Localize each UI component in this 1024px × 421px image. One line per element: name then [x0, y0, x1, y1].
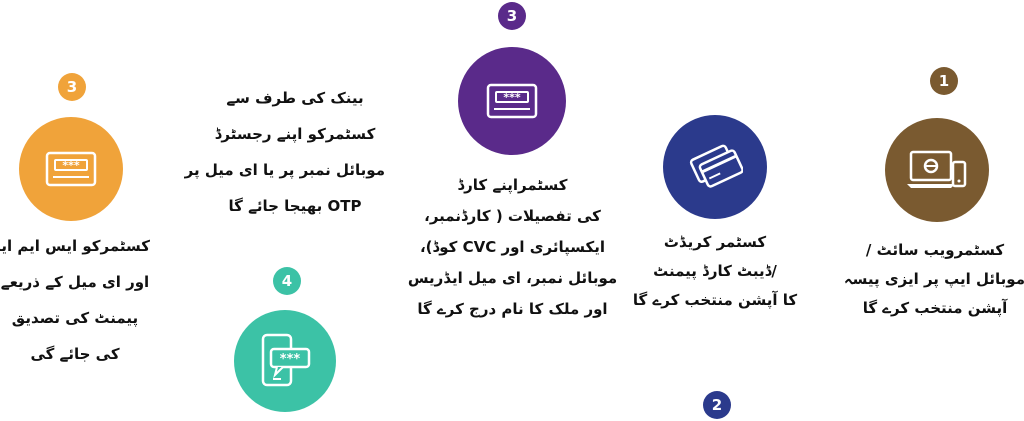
step1-line-1: کسٹمرویب سائٹ /: [865, 241, 1005, 259]
svg-text:***: ***: [62, 159, 80, 172]
step5-badge: 3: [58, 73, 86, 101]
step4-badge: 4: [273, 267, 301, 295]
svg-text:***: ***: [280, 352, 301, 367]
step3-badge: 3: [498, 2, 526, 30]
step4-circle: ***: [234, 310, 336, 412]
step5-line-3: پیمنٹ کی تصدیق: [11, 309, 139, 327]
step2-circle: [663, 115, 767, 219]
laptop-mobile-icon: [907, 150, 967, 188]
step3-line-2: کی تفصیلات ( کارڈنمبر،: [424, 207, 601, 225]
step1-badge: 1: [930, 67, 958, 95]
step4-line-3: موبائل نمبر پر یا ای میل پر: [184, 161, 385, 179]
step3-line-3: ایکسپائری اور CVC کوڈ)،: [419, 238, 605, 256]
step1-circle: [885, 118, 989, 222]
step2-line-2: /ڈیبٹ کارڈ پیمنٹ: [653, 262, 777, 280]
step3-line-5: اور ملک کا نام درج کرے گا: [417, 300, 608, 318]
card-pin-icon: ***: [486, 83, 538, 119]
step4-text: بینک کی طرف سے کسٹمرکو اپنے رجسٹرڈ موبائ…: [184, 80, 385, 224]
step2-text: کسٹمر کریڈٹ /ڈیبٹ کارڈ پیمنٹ کا آپشن منت…: [620, 228, 810, 315]
card-pin-icon: ***: [45, 151, 97, 187]
step1-line-2: موبائل ایپ پر ایزی پیسہ: [843, 270, 1024, 288]
step2-line-1: کسٹمر کریڈٹ: [663, 233, 767, 251]
step5-line-1: کسٹمرکو ایس ایم ایس: [0, 237, 150, 255]
step3-circle: ***: [458, 47, 566, 155]
step1-text: کسٹمرویب سائٹ / موبائل ایپ پر ایزی پیسہ …: [843, 236, 1024, 323]
svg-text:***: ***: [503, 91, 521, 104]
step4-line-2: کسٹمرکو اپنے رجسٹرڈ: [214, 125, 376, 143]
phone-otp-icon: ***: [261, 333, 311, 387]
step3-line-4: موبائل نمبر، ای میل ایڈریس: [407, 269, 618, 287]
step1-line-3: آپشن منتخب کرے گا: [862, 299, 1008, 317]
step5-circle: ***: [19, 117, 123, 221]
step5-line-4: کی جائے گی: [30, 345, 120, 363]
step2-line-3: کا آپشن منتخب کرے گا: [632, 291, 798, 309]
step3-text: کسٹمراپنے کارڈ کی تفصیلات ( کارڈنمبر، ای…: [400, 170, 625, 325]
step5-text: کسٹمرکو ایس ایم ایس اور ای میل کے ذریعے …: [0, 228, 150, 372]
step4-line-1: بینک کی طرف سے: [226, 89, 364, 107]
cards-icon: [689, 144, 743, 188]
step3-line-1: کسٹمراپنے کارڈ: [457, 176, 568, 194]
step4-line-4: OTP بھیجا جائے گا: [228, 197, 362, 215]
step5-line-2: اور ای میل کے ذریعے: [0, 273, 150, 291]
step2-badge: 2: [703, 391, 731, 419]
